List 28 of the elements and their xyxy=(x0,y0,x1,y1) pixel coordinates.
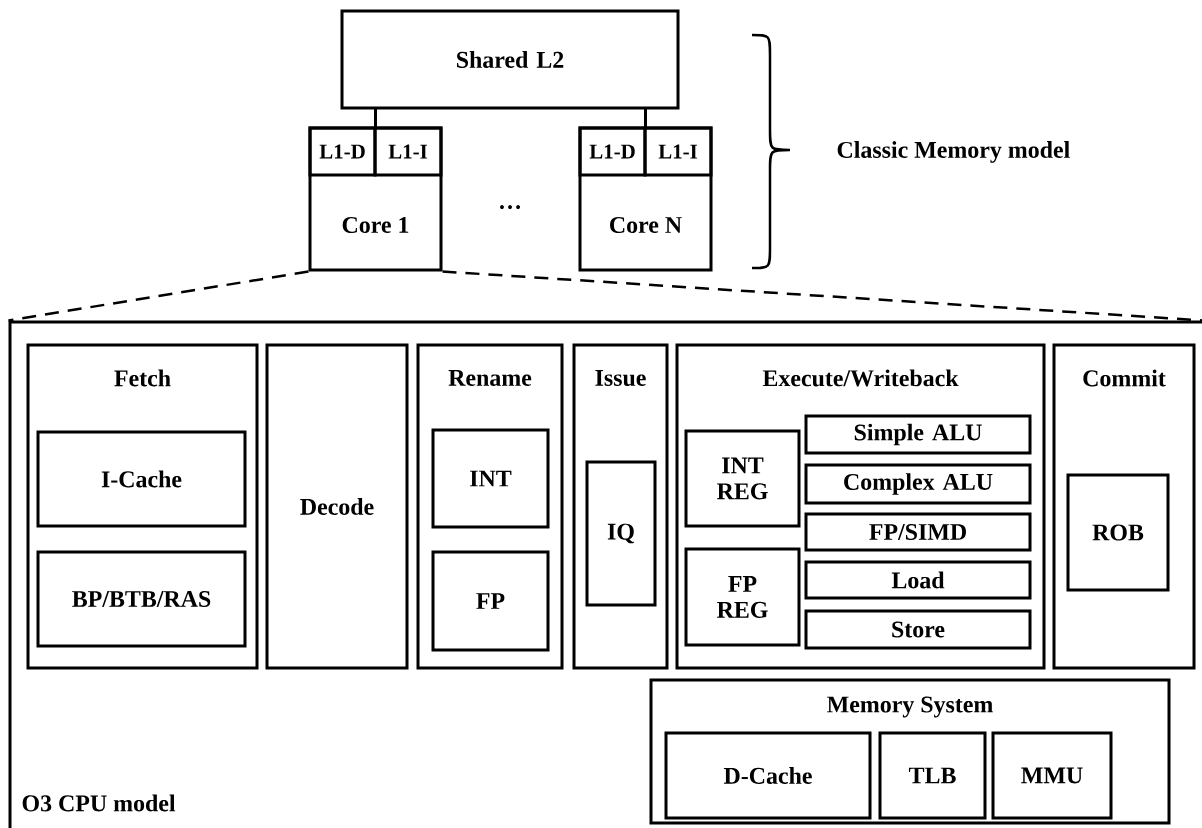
unit-box: Load xyxy=(804,560,1032,600)
unit-box: FP xyxy=(431,550,550,652)
unit-box: INT xyxy=(431,428,550,529)
unit-box: TLB xyxy=(878,731,987,820)
unit-box: MMU xyxy=(991,731,1113,820)
register-box: INT REG xyxy=(684,429,801,528)
unit-box: FP/SIMD xyxy=(804,512,1032,552)
cache-cell: L1-I xyxy=(643,126,713,177)
zoom-line xyxy=(8,270,309,322)
register-box: FP REG xyxy=(684,547,801,647)
cache-cell: L1-D xyxy=(578,126,647,177)
unit-box: Complex ALU xyxy=(804,463,1032,505)
cache-cell: L1-D xyxy=(308,126,377,177)
unit-box: D-Cache xyxy=(664,731,872,820)
cache-cell: L1-I xyxy=(373,126,443,177)
unit-box: IQ xyxy=(585,460,657,607)
cache-box: Shared L2 xyxy=(340,9,680,110)
unit-box: Simple ALU xyxy=(804,414,1032,455)
unit-box: BP/BTB/RAS xyxy=(36,550,247,648)
unit-box: ROB xyxy=(1066,473,1170,592)
connector-line xyxy=(374,108,377,128)
ellipsis: … xyxy=(500,205,520,209)
zoom-line xyxy=(442,270,1202,322)
unit-box: Store xyxy=(804,609,1032,650)
connector-line xyxy=(644,108,647,128)
group-label: Classic Memory model xyxy=(837,141,1070,163)
stage-box: Decode xyxy=(265,343,409,670)
unit-box: I-Cache xyxy=(36,430,247,528)
